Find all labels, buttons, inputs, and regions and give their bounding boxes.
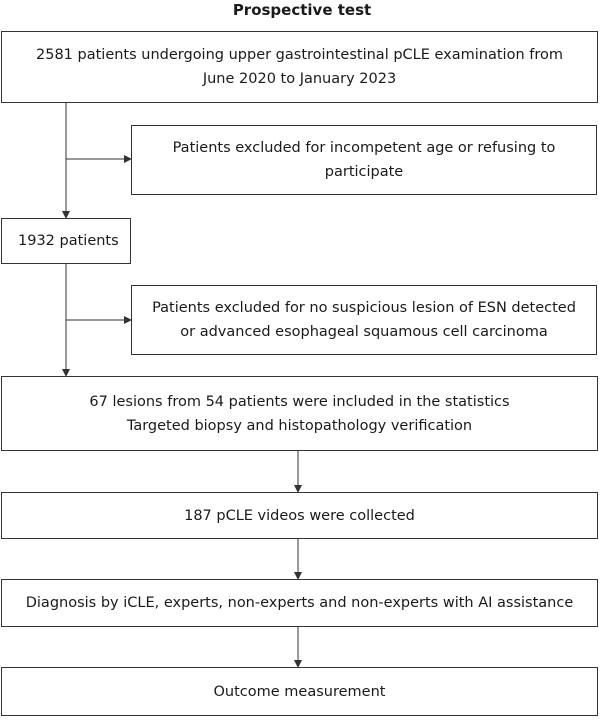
excluded2-line-1: Patients excluded for no suspicious lesi… xyxy=(152,300,576,316)
excluded1-line-2: participate xyxy=(324,164,404,180)
enrolled-line-2: June 2020 to January 2023 xyxy=(202,71,397,87)
videos-collected-box: 187 pCLE videos were collected xyxy=(1,492,598,539)
remaining-patients-box: 1932 patients xyxy=(1,218,131,264)
diagnosis-line-1: Diagnosis by iCLE, experts, non-experts … xyxy=(25,595,574,611)
videos-line-1: 187 pCLE videos were collected xyxy=(184,507,415,524)
enrolled-patients-box: 2581 patients undergoing upper gastroint… xyxy=(1,31,598,103)
included-line-2: Targeted biopsy and histopathology verif… xyxy=(126,417,473,434)
enrolled-line-1: 2581 patients undergoing upper gastroint… xyxy=(36,47,563,63)
excluded-no-lesion-box: Patients excluded for no suspicious lesi… xyxy=(131,285,597,355)
included-line-1: 67 lesions from 54 patients were include… xyxy=(89,393,510,410)
excluded-age-refusal-box: Patients excluded for incompetent age or… xyxy=(131,125,597,195)
diagram-title: Prospective test xyxy=(232,1,372,19)
outcome-line-1: Outcome measurement xyxy=(213,683,386,700)
remaining-line-1: 1932 patients xyxy=(18,233,119,249)
excluded1-line-1: Patients excluded for incompetent age or… xyxy=(172,140,556,156)
included-lesions-box: 67 lesions from 54 patients were include… xyxy=(1,376,598,451)
outcome-measurement-box: Outcome measurement xyxy=(1,667,598,716)
excluded2-line-2: or advanced esophageal squamous cell car… xyxy=(180,324,548,340)
diagnosis-box: Diagnosis by iCLE, experts, non-experts … xyxy=(1,579,598,627)
